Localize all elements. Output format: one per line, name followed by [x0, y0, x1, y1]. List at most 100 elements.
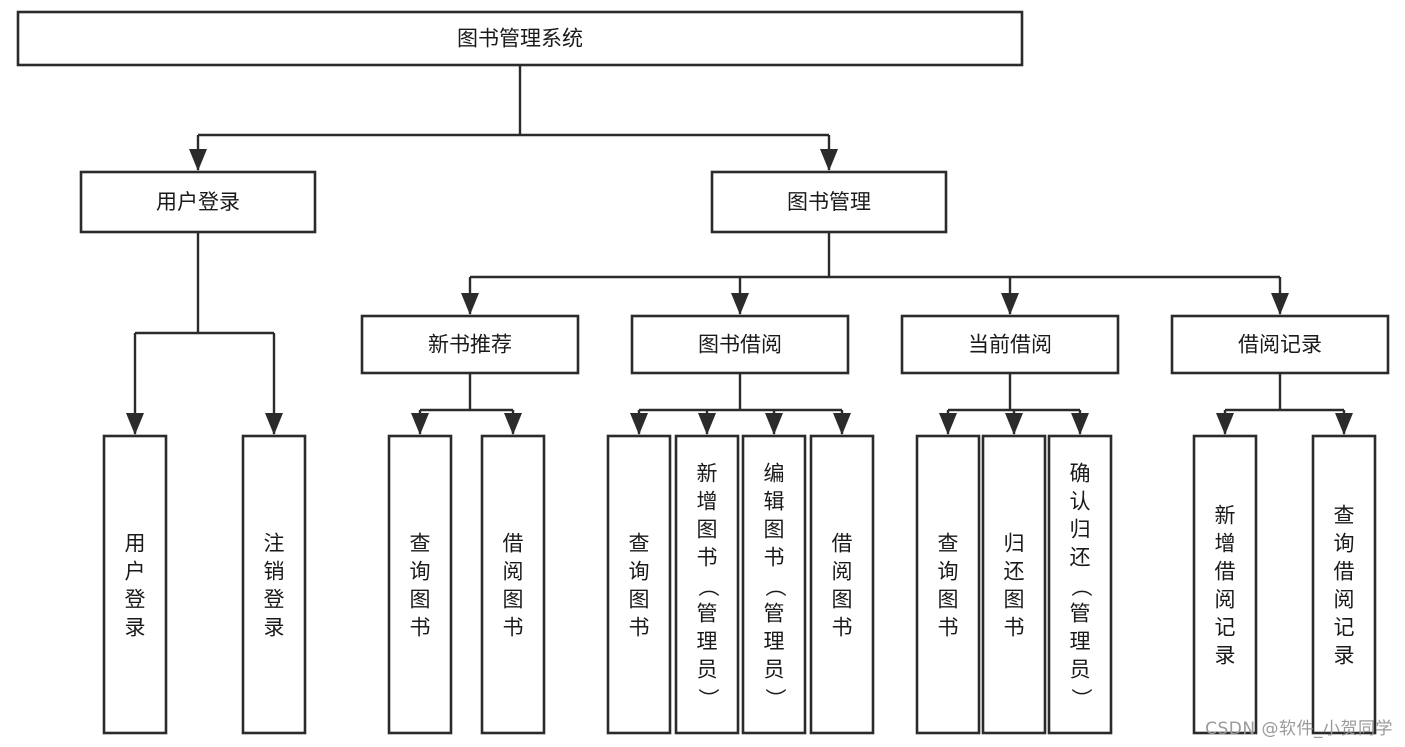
- node-book-borrow[interactable]: 图书借阅: [630, 314, 850, 375]
- node-book-manage[interactable]: 图书管理: [710, 170, 948, 234]
- node-root-rect: [16, 10, 1024, 67]
- svg-text:增: 增: [1215, 532, 1236, 556]
- node-leaf-return-book-rect: [981, 434, 1047, 735]
- svg-text:书: 书: [764, 546, 785, 570]
- node-leaf-query-book-rec-rect: [387, 434, 453, 735]
- node-book-borrow-rect: [630, 314, 850, 375]
- arrow-root-to-user-login: [189, 149, 207, 171]
- svg-text:（: （: [696, 576, 720, 597]
- arrow-book-borrow-to-leaf-borrow-book: [833, 413, 851, 435]
- svg-text:管: 管: [764, 602, 785, 626]
- svg-text:询: 询: [938, 560, 959, 584]
- node-book-manage-rect: [710, 170, 948, 234]
- node-current-borrow[interactable]: 当前借阅: [900, 314, 1120, 375]
- svg-text:登: 登: [264, 588, 285, 612]
- node-user-login[interactable]: 用户登录: [79, 170, 317, 234]
- node-leaf-user-login[interactable]: 用户登录: [102, 434, 168, 735]
- csdn-watermark: CSDN @软件_小贺同学: [1205, 719, 1393, 739]
- svg-text:理: 理: [764, 630, 785, 654]
- arrow-borrow-record-to-leaf-query-record: [1335, 413, 1353, 435]
- arrow-book-borrow-to-leaf-query-book-borrow: [630, 413, 648, 435]
- svg-text:书: 书: [938, 616, 959, 640]
- svg-text:阅: 阅: [1215, 588, 1236, 612]
- node-root[interactable]: 图书管理系统: [16, 10, 1024, 67]
- node-leaf-add-record-rect: [1192, 434, 1258, 735]
- node-leaf-add-book-rect: [674, 434, 740, 735]
- svg-text:录: 录: [125, 616, 146, 640]
- svg-text:图: 图: [1004, 588, 1025, 612]
- svg-text:阅: 阅: [832, 560, 853, 584]
- svg-text:书: 书: [629, 616, 650, 640]
- svg-text:记: 记: [1334, 616, 1355, 640]
- svg-text:确: 确: [1070, 462, 1091, 486]
- node-user-login-label: 用户登录: [156, 190, 240, 214]
- svg-text:图: 图: [410, 588, 431, 612]
- svg-text:归: 归: [1004, 532, 1025, 556]
- svg-text:员: 员: [697, 658, 718, 682]
- node-leaf-confirm-return-rect: [1047, 434, 1113, 735]
- svg-text:图: 图: [629, 588, 650, 612]
- node-borrow-record[interactable]: 借阅记录: [1170, 314, 1390, 375]
- svg-text:注: 注: [264, 532, 285, 556]
- svg-text:员: 员: [764, 658, 785, 682]
- arrow-book-borrow-to-leaf-edit-book: [765, 413, 783, 435]
- svg-text:图: 图: [764, 518, 785, 542]
- svg-text:还: 还: [1070, 546, 1091, 570]
- node-new-book-rec[interactable]: 新书推荐: [360, 314, 580, 375]
- svg-text:查: 查: [938, 532, 959, 556]
- node-book-manage-label: 图书管理: [787, 190, 871, 214]
- node-leaf-user-logout-rect: [241, 434, 307, 735]
- arrow-current-borrow-to-leaf-return-book: [1005, 413, 1023, 435]
- node-leaf-user-login-label: 用户登录: [125, 532, 146, 640]
- svg-text:归: 归: [1070, 518, 1091, 542]
- arrow-book-manage-to-current-borrow: [1001, 293, 1019, 315]
- svg-text:书: 书: [410, 616, 431, 640]
- node-leaf-query-book-current-rect: [915, 434, 981, 735]
- svg-text:书: 书: [697, 546, 718, 570]
- node-current-borrow-rect: [900, 314, 1120, 375]
- arrow-borrow-record-to-leaf-add-record: [1216, 413, 1234, 435]
- arrow-root-to-book-manage: [820, 149, 838, 171]
- arrow-book-manage-to-book-borrow: [731, 293, 749, 315]
- svg-text:管: 管: [1070, 602, 1091, 626]
- svg-text:户: 户: [125, 560, 146, 584]
- svg-text:图: 图: [938, 588, 959, 612]
- svg-text:图: 图: [832, 588, 853, 612]
- arrow-user-login-to-leaf-user-logout: [265, 413, 283, 435]
- svg-text:（: （: [763, 576, 787, 597]
- arrow-new-book-rec-to-leaf-query-book-rec: [411, 413, 429, 435]
- node-borrow-record-rect: [1170, 314, 1390, 375]
- arrow-new-book-rec-to-leaf-borrow-book-rec: [504, 413, 522, 435]
- svg-text:记: 记: [1215, 616, 1236, 640]
- svg-text:认: 认: [1070, 490, 1091, 514]
- svg-text:录: 录: [1334, 644, 1355, 668]
- node-book-borrow-label: 图书借阅: [698, 333, 782, 357]
- node-leaf-query-book-borrow-rect: [606, 434, 672, 735]
- svg-text:销: 销: [264, 560, 285, 584]
- arrow-book-manage-to-borrow-record: [1271, 293, 1289, 315]
- node-user-login-rect: [79, 170, 317, 234]
- svg-text:查: 查: [1334, 504, 1355, 528]
- node-leaf-borrow-book-rec-rect: [480, 434, 546, 735]
